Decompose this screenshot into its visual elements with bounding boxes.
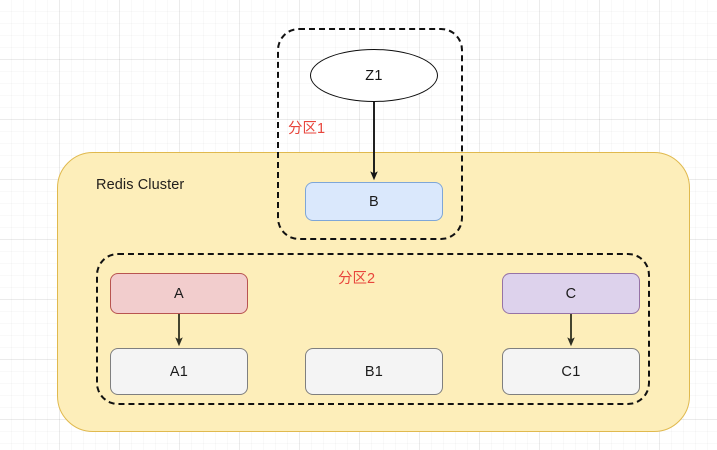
node-a[interactable]: A: [110, 273, 248, 314]
partition-2-label: 分区2: [338, 271, 376, 287]
redis-cluster-label: Redis Cluster: [96, 177, 185, 193]
node-c1[interactable]: C1: [502, 348, 640, 395]
node-z1[interactable]: Z1: [310, 49, 438, 102]
partition-2-zone: [96, 253, 650, 405]
node-b1[interactable]: B1: [305, 348, 443, 395]
node-c[interactable]: C: [502, 273, 640, 314]
node-a1[interactable]: A1: [110, 348, 248, 395]
partition-1-label: 分区1: [288, 121, 326, 137]
node-b[interactable]: B: [305, 182, 443, 221]
partition-1-zone: [277, 28, 463, 240]
